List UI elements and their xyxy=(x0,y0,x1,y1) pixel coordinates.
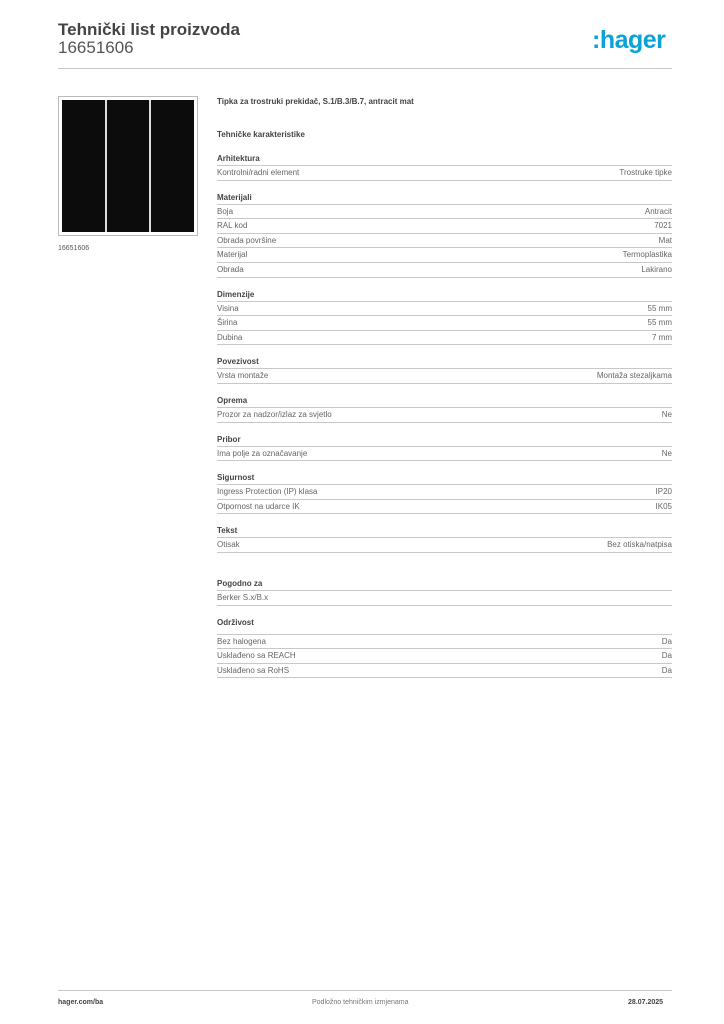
spec-label: RAL kod xyxy=(217,221,248,231)
spec-value: Trostruke tipke xyxy=(619,168,672,177)
product-code: 16651606 xyxy=(58,38,134,57)
spec-label: Kontrolni/radni element xyxy=(217,168,300,177)
section-heading: Arhitektura xyxy=(217,152,672,166)
spec-label: Usklađeno sa RoHS xyxy=(217,665,290,675)
page-title: Tehnički list proizvoda xyxy=(58,20,240,39)
hager-logo: :hager xyxy=(592,26,666,54)
spec-value: Antracit xyxy=(644,206,672,216)
spec-value: Montaža stezaljkama xyxy=(596,371,672,381)
spec-label: Ima polje za označavanje xyxy=(217,448,308,458)
spec-label: Boja xyxy=(217,206,234,216)
spec-value: IK05 xyxy=(655,501,672,511)
footer-date: 28.07.2025 xyxy=(628,999,664,1006)
section-heading: Pogodno za xyxy=(217,577,672,591)
spec-value: Da xyxy=(661,665,672,675)
spec-value: 7021 xyxy=(654,221,672,231)
spec-row: Obrada Lakirano xyxy=(217,263,672,278)
spec-row: Otpornost na udarce IK IK05 xyxy=(217,500,672,515)
spec-label: Širina xyxy=(217,318,238,328)
section-heading: Tekst xyxy=(217,524,672,539)
header-divider xyxy=(58,68,672,69)
spec-label: Usklađeno sa REACH xyxy=(217,651,296,661)
spec-label: Berker S.x/B.x xyxy=(217,592,269,602)
spec-row: Visina 55 mm xyxy=(217,302,672,317)
spec-row: Ima polje za označavanje Ne xyxy=(217,447,672,462)
spec-row: Bez halogena Da xyxy=(217,635,672,650)
product-image xyxy=(58,96,198,236)
spec-value: 55 mm xyxy=(647,303,672,313)
spec-label: Otisak xyxy=(217,540,240,550)
spec-label: Obrada površine xyxy=(217,235,277,245)
spec-value: Ne xyxy=(661,409,672,419)
spec-label: Ingress Protection (IP) klasa xyxy=(217,487,318,497)
spec-value: 55 mm xyxy=(647,318,672,328)
product-title: Tipka za trostruki prekidač, S.1/B.3/B.7… xyxy=(217,97,414,106)
spec-row: Širina 55 mm xyxy=(217,316,672,331)
spec-row: Ingress Protection (IP) klasa IP20 xyxy=(217,485,672,500)
spec-label: Prozor za nadzor/izlaz za svjetlo xyxy=(217,409,332,419)
footer-website: hager.com/ba xyxy=(58,999,104,1006)
section-heading: Materijali xyxy=(217,191,672,205)
spec-row: Otisak Bez otiska/natpisa xyxy=(217,538,672,553)
spec-row: Usklađeno sa RoHS Da xyxy=(217,664,672,679)
footer-divider xyxy=(58,990,672,991)
section-heading: Sigurnost xyxy=(217,471,672,486)
spec-row: Kontrolni/radni element Trostruke tipke xyxy=(217,166,672,181)
spec-row: Berker S.x/B.x xyxy=(217,591,672,606)
spec-value: Da xyxy=(661,636,672,646)
spec-label: Otpornost na udarce IK xyxy=(217,501,300,511)
spec-value: Termoplastika xyxy=(622,250,672,260)
footer-notice: Podložno tehničkim izmjenama xyxy=(312,999,409,1006)
spec-value: Da xyxy=(661,651,672,661)
section-heading: Dimenzije xyxy=(217,288,672,302)
spec-value: IP20 xyxy=(655,487,672,497)
section-heading: Povezivost xyxy=(217,355,672,370)
spec-row: Materijal Termoplastika xyxy=(217,248,672,263)
spec-row: Usklađeno sa REACH Da xyxy=(217,649,672,664)
section-heading: Oprema xyxy=(217,394,672,408)
spec-label: Obrada xyxy=(217,264,244,274)
spec-value: Bez otiska/natpisa xyxy=(607,540,672,550)
section-heading: Pribor xyxy=(217,433,672,447)
section-title: Tehničke karakteristike xyxy=(217,130,305,139)
spec-content: Tipka za trostruki prekidač, S.1/B.3/B.7… xyxy=(217,95,672,679)
section-heading: Održivost xyxy=(217,616,672,635)
spec-label: Bez halogena xyxy=(217,636,266,646)
spec-label: Visina xyxy=(217,303,239,313)
spec-row: Obrada površine Mat xyxy=(217,234,672,249)
spec-value: Lakirano xyxy=(641,264,672,274)
spec-label: Dubina xyxy=(217,332,243,342)
spec-row: Dubina 7 mm xyxy=(217,331,672,346)
spec-row: RAL kod 7021 xyxy=(217,219,672,234)
spec-value: Ne xyxy=(661,448,672,458)
spec-value: Mat xyxy=(658,235,672,245)
spec-row: Vrsta montaže Montaža stezaljkama xyxy=(217,369,672,384)
spec-row: Prozor za nadzor/izlaz za svjetlo Ne xyxy=(217,408,672,423)
spec-row: Boja Antracit xyxy=(217,205,672,220)
image-caption: 16651606 xyxy=(58,245,90,252)
spec-label: Vrsta montaže xyxy=(217,371,269,381)
spec-label: Materijal xyxy=(217,250,248,260)
spec-value: 7 mm xyxy=(652,332,672,342)
